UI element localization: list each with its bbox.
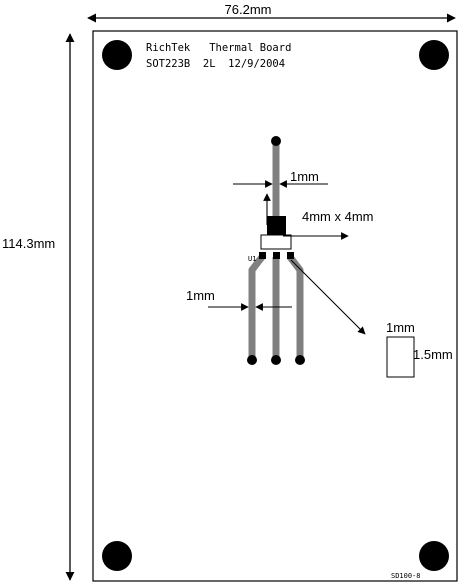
component-body-outline	[260, 234, 292, 250]
thermal-pad	[267, 216, 286, 235]
width-label: 76.2mm	[225, 2, 272, 17]
pin-pad-2	[273, 252, 280, 259]
designator-label: U1	[248, 255, 256, 263]
left-via	[247, 355, 257, 365]
left-trace-width-label: 1mm	[186, 288, 215, 303]
height-label: 114.3mm	[2, 236, 55, 251]
pin-pad-leader	[290, 259, 366, 335]
silkscreen-line-1: RichTek Thermal Board	[146, 42, 291, 54]
pin-pad-3	[287, 252, 294, 259]
board-code-label: SD100-8	[391, 572, 421, 580]
right-via	[295, 355, 305, 365]
top-via	[271, 136, 281, 146]
small-pad-width-label: 1mm	[386, 320, 415, 335]
mounting-hole-top-right	[419, 40, 449, 70]
top-trace-width-label: 1mm	[290, 169, 319, 184]
mounting-hole-top-left	[102, 40, 132, 70]
silkscreen-line-2: SOT223B 2L 12/9/2004	[146, 58, 285, 70]
small-pad-height-label: 1.5mm	[413, 347, 453, 362]
mounting-hole-bottom-right	[419, 541, 449, 571]
small-pad-callout	[386, 336, 415, 378]
middle-via	[271, 355, 281, 365]
pin-pad-1	[259, 252, 266, 259]
pad-size-label: 4mm x 4mm	[302, 209, 374, 224]
mounting-hole-bottom-left	[102, 541, 132, 571]
left-trace	[248, 254, 265, 360]
right-trace	[287, 254, 304, 360]
